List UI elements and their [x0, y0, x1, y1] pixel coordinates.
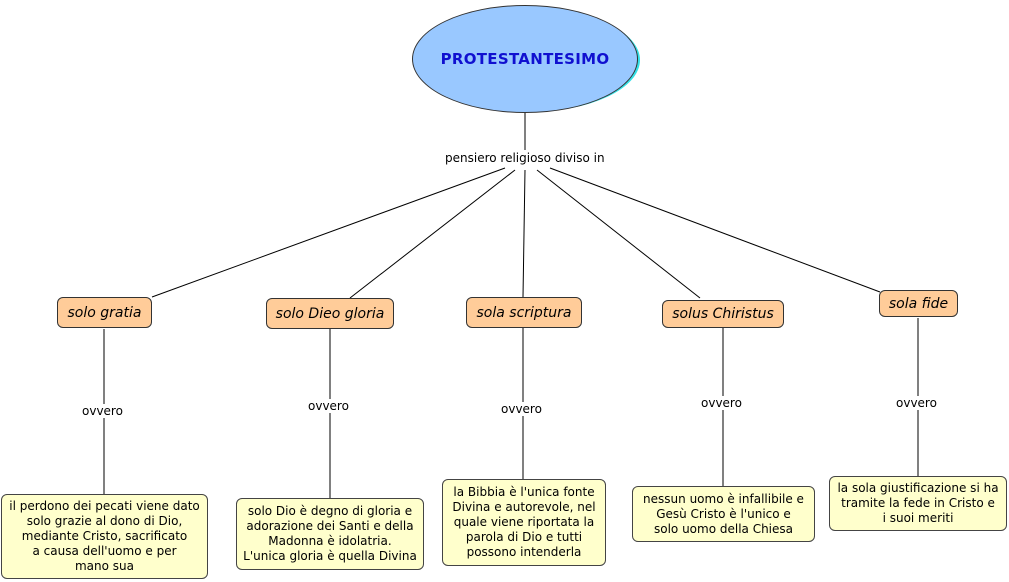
concept-node-solus-chiristus[interactable]: solus Chiristus: [662, 300, 784, 328]
concept-label: sola fide: [888, 295, 949, 312]
description-text: il perdono dei pecati viene dato solo gr…: [9, 499, 200, 573]
concept-label: solo gratia: [67, 304, 142, 321]
description-text: la Bibbia è l'unica fonte Divina e autor…: [452, 485, 596, 559]
description-text: la sola giustificazione si ha tramite la…: [837, 481, 999, 525]
concept-node-sola-fide[interactable]: sola fide: [879, 290, 958, 317]
description-node-solo-gratia[interactable]: il perdono dei pecati viene dato solo gr…: [1, 494, 208, 579]
concept-label: solus Chiristus: [672, 306, 774, 322]
line-label-to-solo-gratia: [151, 167, 506, 298]
link-label-ovvero: ovvero: [499, 402, 544, 416]
description-text: solo Dio è degno di gloria e adorazione …: [243, 504, 417, 563]
description-text: nessun uomo è infallibile e Gesù Cristo …: [643, 491, 804, 536]
line-label-to-sola-fide: [549, 167, 881, 293]
concept-label: solo Dieo gloria: [275, 305, 385, 322]
line-label-to-sola-scriptura: [522, 169, 526, 298]
link-label-ovvero: ovvero: [306, 399, 351, 413]
link-label-ovvero: ovvero: [80, 404, 125, 418]
concept-node-solo-dieo-gloria[interactable]: solo Dieo gloria: [266, 298, 394, 329]
concept-node-solo-gratia[interactable]: solo gratia: [57, 297, 152, 328]
concept-label: sola scriptura: [476, 304, 572, 321]
root-node[interactable]: PROTESTANTESIMO: [412, 5, 638, 113]
root-link-label: pensiero religioso diviso in: [443, 151, 607, 165]
description-node-sola-fide[interactable]: la sola giustificazione si ha tramite la…: [829, 476, 1007, 531]
link-label-ovvero: ovvero: [894, 396, 939, 410]
description-node-solo-dieo-gloria[interactable]: solo Dio è degno di gloria e adorazione …: [236, 498, 424, 570]
link-label-ovvero: ovvero: [699, 396, 744, 410]
line-label-to-solo-dieo-gloria: [349, 169, 516, 299]
description-node-sola-scriptura[interactable]: la Bibbia è l'unica fonte Divina e autor…: [442, 479, 606, 566]
root-node-label: PROTESTANTESIMO: [440, 50, 610, 68]
description-node-solus-chiristus[interactable]: nessun uomo è infallibile e Gesù Cristo …: [632, 486, 815, 542]
concept-node-sola-scriptura[interactable]: sola scriptura: [466, 297, 582, 328]
line-label-to-solus-chiristus: [536, 169, 701, 299]
